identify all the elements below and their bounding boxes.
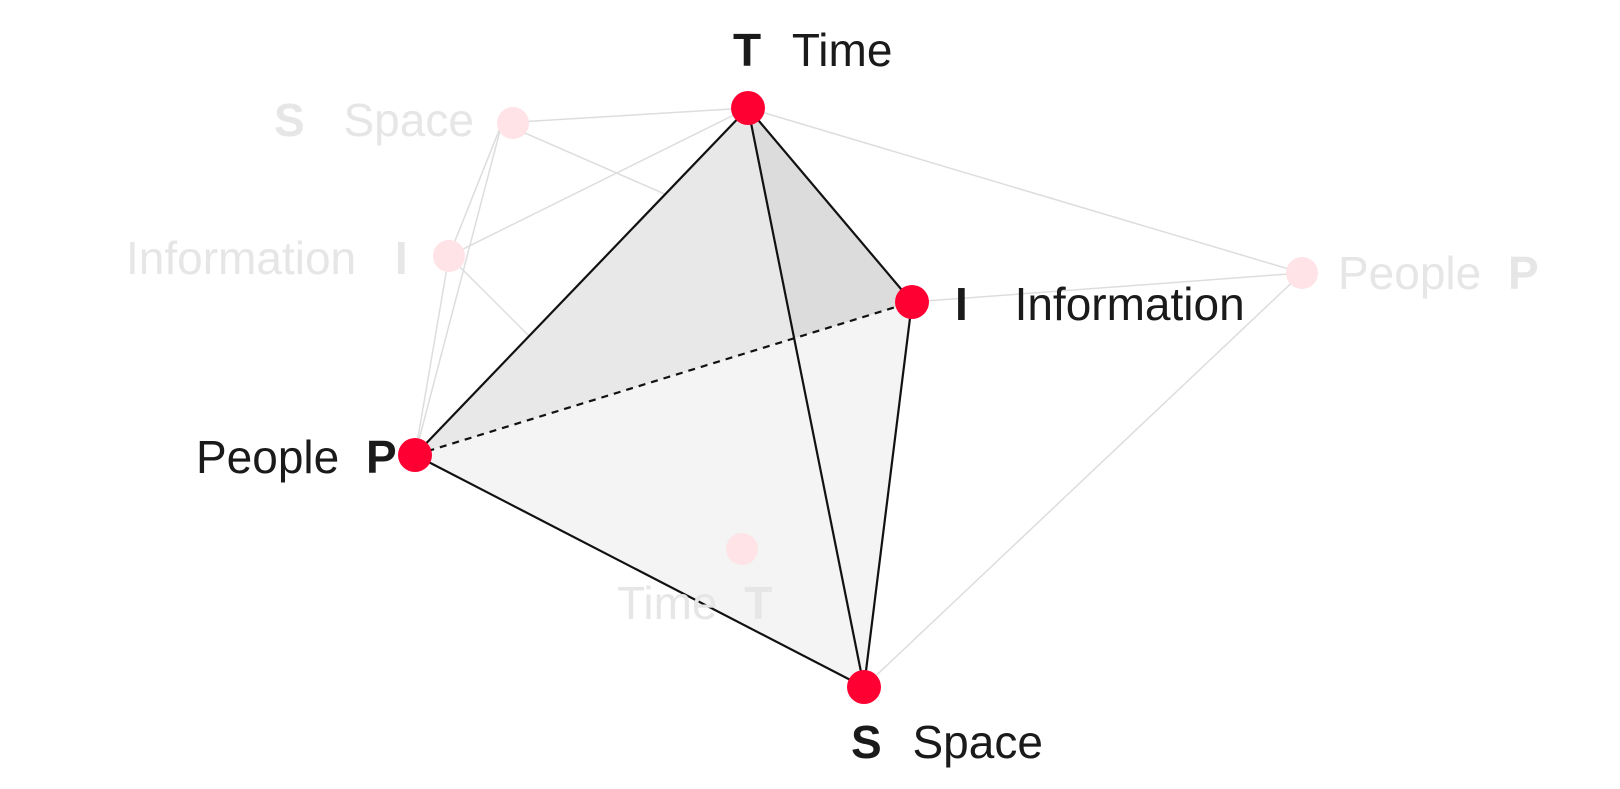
label-space-word: Space bbox=[912, 716, 1042, 768]
edge-information-space bbox=[862, 301, 914, 688]
ghost-label-information-letter: I bbox=[395, 232, 408, 284]
main-edges bbox=[414, 107, 914, 688]
ghost-edge-information-people bbox=[414, 255, 450, 456]
ghost-edge-information-ghostpeople bbox=[911, 272, 1303, 303]
main-nodes bbox=[398, 91, 929, 704]
edge-people-space bbox=[414, 454, 865, 688]
ghost-edge-ghostpeople-space bbox=[863, 272, 1303, 688]
label-time: T Time bbox=[733, 24, 892, 76]
ghost-edge-space-information bbox=[448, 122, 503, 257]
ghost-labels: S Space Information I People P Time T bbox=[126, 94, 1539, 629]
ghost-label-information-word: Information bbox=[126, 232, 356, 284]
ghost-label-time: Time T bbox=[617, 577, 772, 629]
ghost-node-time bbox=[726, 533, 758, 565]
node-people bbox=[398, 438, 432, 472]
ghost-label-people: People P bbox=[1338, 247, 1539, 299]
edge-people-information-hidden bbox=[414, 300, 913, 457]
ghost-label-time-letter: T bbox=[744, 577, 772, 629]
ghost-edge-space-people bbox=[414, 122, 503, 456]
edge-time-space bbox=[746, 107, 866, 688]
ghost-label-space-letter: S bbox=[274, 94, 305, 146]
label-information: I Information bbox=[955, 278, 1245, 330]
label-information-word: Information bbox=[1015, 278, 1245, 330]
ghost-edge-space-time bbox=[501, 107, 749, 124]
label-people-letter: P bbox=[366, 431, 397, 483]
main-labels: T Time I Information People P S Space bbox=[196, 24, 1245, 768]
label-space: S Space bbox=[851, 716, 1043, 768]
edge-time-information bbox=[747, 107, 913, 303]
node-space bbox=[847, 670, 881, 704]
label-time-letter: T bbox=[733, 24, 761, 76]
ghost-node-people bbox=[1286, 257, 1318, 289]
ghost-label-information: Information I bbox=[126, 232, 408, 284]
ghost-edge-time-ghostpeople bbox=[747, 107, 1303, 274]
label-people-word: People bbox=[196, 431, 339, 483]
label-people: People P bbox=[196, 431, 397, 483]
ghost-label-space: S Space bbox=[274, 94, 474, 146]
ghost-node-space bbox=[497, 107, 529, 139]
ghost-label-space-word: Space bbox=[343, 94, 473, 146]
label-information-letter: I bbox=[955, 278, 968, 330]
node-information bbox=[895, 285, 929, 319]
ghost-label-people-word: People bbox=[1338, 247, 1481, 299]
node-time bbox=[731, 91, 765, 125]
face-bottom bbox=[415, 302, 912, 687]
label-time-word: Time bbox=[792, 24, 893, 76]
label-space-letter: S bbox=[851, 716, 882, 768]
ghost-node-information bbox=[433, 240, 465, 272]
ghost-nodes bbox=[433, 107, 1318, 565]
edge-time-people bbox=[414, 107, 749, 456]
ghost-label-time-word: Time bbox=[617, 577, 718, 629]
ghost-label-people-letter: P bbox=[1508, 247, 1539, 299]
ghost-edge-information-time bbox=[448, 107, 749, 257]
